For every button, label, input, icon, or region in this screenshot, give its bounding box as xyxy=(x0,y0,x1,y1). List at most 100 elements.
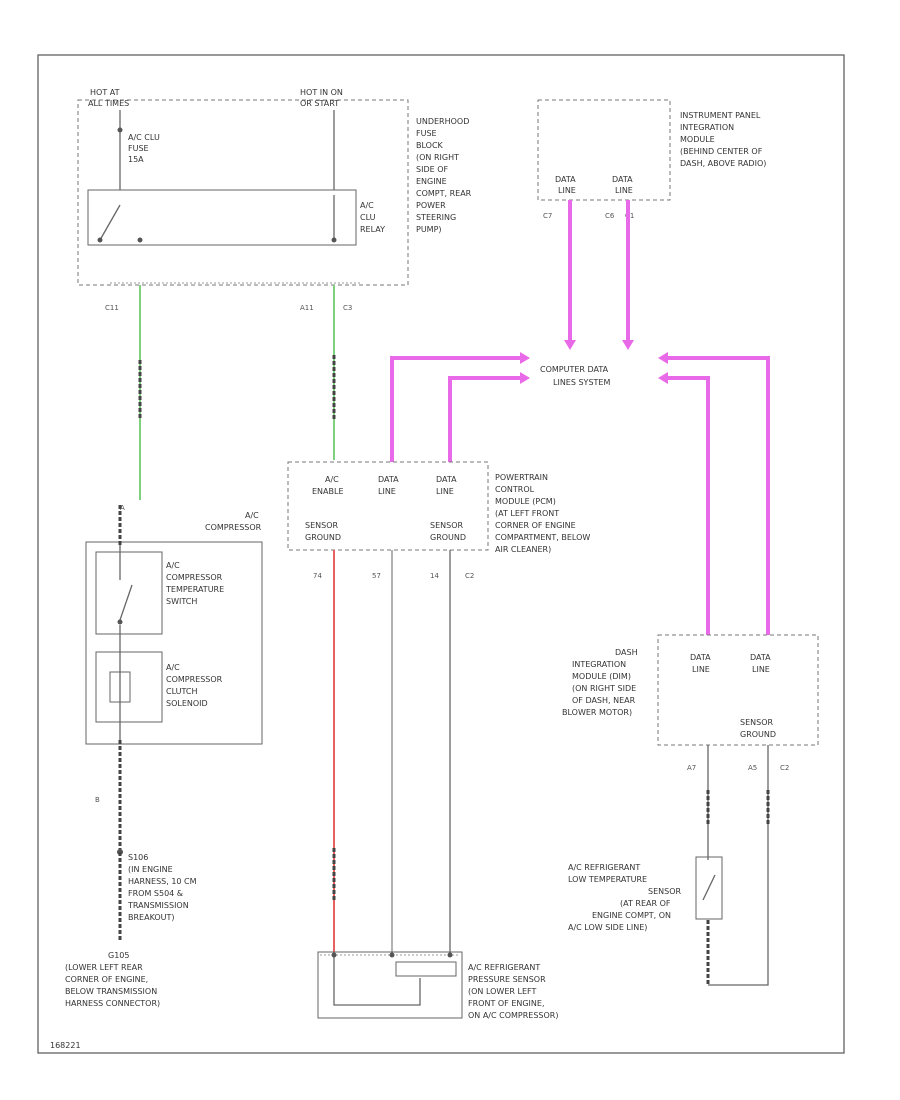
temp-switch-contact xyxy=(119,584,133,621)
ac-clu-fuse-label: A/C CLU FUSE 15A xyxy=(128,133,160,164)
pcm-outline xyxy=(287,461,489,551)
pin-c2-dim: C2 xyxy=(780,764,789,772)
dim-data-line-1b: LINE xyxy=(692,665,710,674)
svg-text:COMPRESSOR: COMPRESSOR xyxy=(166,573,223,582)
wire-data-to-pcm-1 xyxy=(390,356,525,462)
pcm-data-line-1a: DATA xyxy=(378,475,399,484)
diagram-frame xyxy=(37,54,845,1054)
svg-text:BELOW TRANSMISSION: BELOW TRANSMISSION xyxy=(65,987,157,996)
svg-text:SIDE OF: SIDE OF xyxy=(416,165,448,174)
pcm-sensor-ground-1b: GROUND xyxy=(305,533,341,542)
svg-text:ON A/C COMPRESSOR): ON A/C COMPRESSOR) xyxy=(468,1011,558,1020)
svg-text:MODULE (DIM): MODULE (DIM) xyxy=(572,672,631,681)
svg-text:DASH: DASH xyxy=(615,648,638,657)
temp-switch-dot xyxy=(117,619,123,625)
svg-text:BLOCK: BLOCK xyxy=(416,141,444,150)
ac-compressor-label-0: A/C xyxy=(245,511,259,520)
pin-b: B xyxy=(95,796,100,804)
temp-switch-label: A/C COMPRESSOR TEMPERATURE SWITCH xyxy=(165,561,224,606)
ac-clu-relay-box xyxy=(87,189,357,246)
dim-sensor-ground-a: SENSOR xyxy=(740,718,773,727)
svg-text:CORNER OF ENGINE,: CORNER OF ENGINE, xyxy=(65,975,148,984)
pcm-ac-enable-0: A/C xyxy=(325,475,339,484)
svg-text:HARNESS, 10 CM: HARNESS, 10 CM xyxy=(128,877,197,886)
ipim-data-line-2b: LINE xyxy=(615,186,633,195)
svg-text:FUSE: FUSE xyxy=(128,144,149,153)
temp-switch-box xyxy=(95,551,163,635)
svg-text:(AT REAR OF: (AT REAR OF xyxy=(620,899,671,908)
wire-data-to-dim-1 xyxy=(662,356,770,635)
s106-label: S106 (IN ENGINE HARNESS, 10 CM FROM S504… xyxy=(127,853,197,922)
pressure-sensor-internal-wire xyxy=(333,955,421,1006)
svg-text:DASH, ABOVE RADIO): DASH, ABOVE RADIO) xyxy=(680,159,766,168)
svg-text:MODULE: MODULE xyxy=(680,135,715,144)
svg-text:CORNER OF ENGINE: CORNER OF ENGINE xyxy=(495,521,576,530)
svg-text:ENGINE: ENGINE xyxy=(416,177,447,186)
svg-text:LOW TEMPERATURE: LOW TEMPERATURE xyxy=(568,875,647,884)
clutch-solenoid-label: A/C COMPRESSOR CLUTCH SOLENOID xyxy=(166,663,223,708)
underhood-fuse-block-outline xyxy=(77,99,409,286)
pressure-sensor-label: A/C REFRIGERANT PRESSURE SENSOR (ON LOWE… xyxy=(468,963,558,1020)
solenoid-coil xyxy=(109,671,131,703)
svg-text:COMPT, REAR: COMPT, REAR xyxy=(416,189,472,198)
pcm-sensor-ground-1a: SENSOR xyxy=(305,521,338,530)
svg-text:STEERING: STEERING xyxy=(416,213,456,222)
ipim-label: INSTRUMENT PANEL INTEGRATION MODULE (BEH… xyxy=(680,111,766,168)
pressure-sensor-element xyxy=(395,961,457,977)
pin-57: 57 xyxy=(372,572,381,580)
svg-text:PUMP): PUMP) xyxy=(416,225,442,234)
svg-text:A/C REFRIGERANT: A/C REFRIGERANT xyxy=(568,863,640,872)
svg-text:HARNESS CONNECTOR): HARNESS CONNECTOR) xyxy=(65,999,160,1008)
arrow-dim-1 xyxy=(658,352,668,364)
wire-data-to-dim-2 xyxy=(662,376,710,635)
label-hot-in-on-0: HOT IN ON xyxy=(300,88,343,97)
svg-text:OF DASH, NEAR: OF DASH, NEAR xyxy=(572,696,636,705)
label-hot-at-all-times-1: ALL TIMES xyxy=(88,99,129,108)
svg-text:MODULE (PCM): MODULE (PCM) xyxy=(495,497,556,506)
pcm-label: POWERTRAIN CONTROL MODULE (PCM) (AT LEFT… xyxy=(495,473,590,554)
pin-c6: C6 xyxy=(605,212,615,220)
pin-c2-pcm: C2 xyxy=(465,572,474,580)
svg-text:(IN ENGINE: (IN ENGINE xyxy=(128,865,173,874)
svg-text:(LOWER LEFT REAR: (LOWER LEFT REAR xyxy=(65,963,143,972)
dim-sensor-ground-b: GROUND xyxy=(740,730,776,739)
svg-text:A/C REFRIGERANT: A/C REFRIGERANT xyxy=(468,963,540,972)
svg-text:FRONT OF ENGINE,: FRONT OF ENGINE, xyxy=(468,999,545,1008)
svg-text:SENSOR: SENSOR xyxy=(648,887,681,896)
svg-text:CLU: CLU xyxy=(360,213,376,222)
wire-data-to-pcm-2 xyxy=(448,376,525,462)
arrow-pcm-1 xyxy=(520,352,530,364)
svg-text:BLOWER MOTOR): BLOWER MOTOR) xyxy=(562,708,632,717)
pin-a7: A7 xyxy=(687,764,696,772)
ipim-data-line-2a: DATA xyxy=(612,175,633,184)
label-hot-at-all-times-0: HOT AT xyxy=(90,88,120,97)
svg-text:(ON LOWER LEFT: (ON LOWER LEFT xyxy=(468,987,536,996)
svg-text:(AT LEFT FRONT: (AT LEFT FRONT xyxy=(495,509,559,518)
underhood-fuse-block-label: UNDERHOOD FUSE BLOCK (ON RIGHT SIDE OF E… xyxy=(416,117,472,234)
fuse-node xyxy=(117,127,123,133)
pcm-data-line-2a: DATA xyxy=(436,475,457,484)
pin-74: 74 xyxy=(313,572,322,580)
pin-c11: C11 xyxy=(105,304,119,312)
svg-text:S106: S106 xyxy=(128,853,148,862)
svg-text:INTEGRATION: INTEGRATION xyxy=(572,660,626,669)
relay-contact-dot xyxy=(97,237,103,243)
pcm-sensor-ground-2b: GROUND xyxy=(430,533,466,542)
svg-text:(ON RIGHT: (ON RIGHT xyxy=(416,153,459,162)
svg-text:UNDERHOOD: UNDERHOOD xyxy=(416,117,469,126)
pin-a11: A11 xyxy=(300,304,314,312)
dim-data-line-2b: LINE xyxy=(752,665,770,674)
pcm-data-line-2b: LINE xyxy=(436,487,454,496)
clutch-solenoid-box xyxy=(95,651,163,723)
svg-text:FROM S504 &: FROM S504 & xyxy=(128,889,183,898)
svg-text:TRANSMISSION: TRANSMISSION xyxy=(127,901,189,910)
svg-text:A/C LOW SIDE LINE): A/C LOW SIDE LINE) xyxy=(568,923,647,932)
svg-text:A/C: A/C xyxy=(166,663,180,672)
svg-text:CONTROL: CONTROL xyxy=(495,485,535,494)
label-hot-in-on-1: OR START xyxy=(300,99,339,108)
svg-text:ENGINE COMPT, ON: ENGINE COMPT, ON xyxy=(592,911,671,920)
svg-text:FUSE: FUSE xyxy=(416,129,437,138)
pcm-sensor-ground-2a: SENSOR xyxy=(430,521,463,530)
computer-data-lines-label: COMPUTER DATA LINES SYSTEM xyxy=(540,365,610,387)
pin-a: A xyxy=(120,504,125,512)
